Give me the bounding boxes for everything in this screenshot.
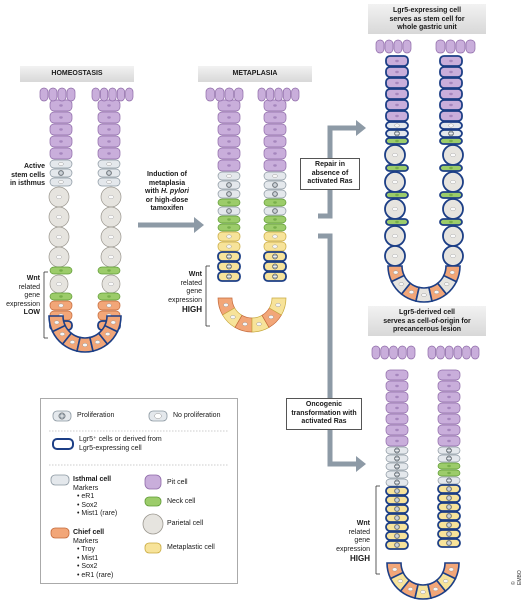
no-proliferation-swatch	[148, 410, 168, 422]
legend-parietal: Parietal cell	[167, 520, 204, 527]
legend-swatches	[49, 410, 229, 554]
lesion-surface-left	[371, 345, 416, 360]
legend-proliferation: Proliferation	[77, 412, 115, 419]
lgr5-stem-gland-left	[384, 55, 409, 267]
legend-chief: Chief cell Markers • Troy • Mist1 • Sox2…	[73, 529, 114, 579]
lgr5-stem-surface-left	[375, 39, 412, 54]
pit-swatch	[144, 474, 162, 490]
chief-swatch	[50, 527, 70, 539]
lgr5-swatch	[52, 438, 74, 450]
legend-neck: Neck cell	[167, 498, 196, 505]
wnt-low-label: Wnt related gene expression LOW	[6, 275, 40, 316]
legend-no-proliferation: No proliferation	[173, 412, 221, 419]
legend-metaplastic: Metaplastic cell	[167, 544, 215, 551]
induction-label: Induction of metaplasia with H. pylori o…	[145, 171, 189, 212]
metaplasia-base	[217, 297, 287, 333]
legend-isthmal: Isthmal cell Markers • eR1 • Sox2 • Mist…	[73, 476, 118, 517]
homeostasis-gland-right	[97, 99, 122, 331]
copyright: © EMBO	[511, 570, 523, 585]
homeostasis-header: HOMEOSTASIS	[20, 66, 134, 82]
wnt-low-bracket	[43, 271, 48, 339]
lgr5-origin-header: Lgr5-derived cell serves as cell-of-orig…	[368, 306, 486, 336]
lgr5-stem-surface-right	[435, 39, 476, 54]
isthmal-swatch	[50, 474, 70, 486]
parietal-swatch	[142, 513, 164, 535]
wnt-high-label-metaplasia: Wnt related gene expression HIGH	[168, 271, 202, 314]
lgr5-stem-base	[387, 265, 461, 303]
lgr5-stem-gland-right	[439, 55, 464, 267]
metaplasia-surface-right	[257, 87, 300, 102]
active-stem-label: Active stem cells in isthmus	[9, 163, 45, 187]
legend-lgr5: Lgr5⁺ cells or derived from Lgr5-express…	[79, 436, 162, 452]
oncogenic-box: Oncogenic transformation with activated …	[286, 398, 362, 430]
lesion-surface-right	[427, 345, 480, 360]
lgr5-stem-header: Lgr5-expressing cell serves as stem cell…	[368, 4, 486, 34]
induction-arrow	[138, 217, 204, 233]
metaplasia-gland-right	[263, 99, 287, 282]
metaplasia-gland-left	[217, 99, 241, 282]
metaplasia-header: METAPLASIA	[198, 66, 312, 82]
homeostasis-surface-right	[91, 87, 134, 102]
metaplastic-swatch	[144, 542, 162, 554]
legend: Proliferation No proliferation Lgr5⁺ cel…	[40, 398, 238, 584]
neck-swatch	[144, 496, 162, 507]
repair-box: Repair in absence of activated Ras	[300, 158, 360, 190]
proliferation-swatch	[52, 410, 72, 422]
legend-pit: Pit cell	[167, 479, 188, 486]
wnt-high-label-lesion: Wnt related gene expression HIGH	[336, 520, 370, 563]
lesion-gland-left	[385, 369, 409, 550]
wnt-high-bracket-metaplasia	[205, 265, 210, 327]
wnt-high-bracket-lesion	[375, 485, 380, 575]
homeostasis-base	[48, 315, 122, 353]
lesion-gland-right	[437, 369, 461, 548]
metaplasia-surface-left	[205, 87, 244, 102]
lesion-base	[386, 562, 460, 600]
homeostasis-gland-left	[48, 99, 73, 331]
oncogenic-arrow	[318, 233, 366, 472]
homeostasis-surface-left	[39, 87, 76, 102]
